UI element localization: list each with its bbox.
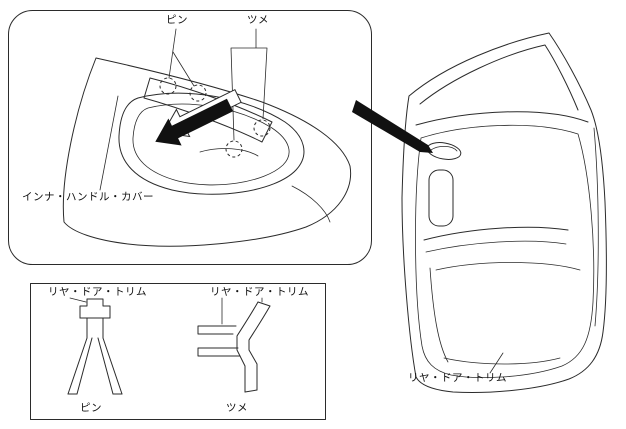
door-label-leader — [489, 352, 504, 374]
detail-inset-border — [30, 283, 326, 420]
inner-handle-cover-drawing — [62, 28, 352, 247]
claw-detail-caption: ツメ — [226, 402, 248, 414]
pin-leader-line — [168, 28, 177, 79]
claw-circle-1 — [253, 119, 271, 137]
claw-leader-lines — [230, 28, 268, 141]
window-switch-panel — [428, 169, 454, 227]
handle-inset-border — [8, 10, 372, 265]
pin-leader-branch — [172, 51, 195, 87]
callout-arrow — [352, 100, 433, 153]
claw-circle-2 — [225, 140, 243, 158]
claw-label: ツメ — [247, 14, 269, 26]
pin-label: ピン — [166, 14, 188, 26]
pin-circle-1 — [159, 77, 177, 95]
inner-handle-cover-label: インナ・ハンドル・カバー — [22, 191, 154, 203]
door-drawing — [401, 32, 607, 393]
pin-detail-drawing — [67, 297, 123, 395]
pin-detail-leader — [69, 297, 87, 303]
claw-detail-title: リヤ・ドア・トリム — [210, 286, 309, 298]
pin-circle-2 — [189, 84, 207, 102]
cover-leader-line — [99, 95, 119, 191]
door-trim-label: リヤ・ドア・トリム — [408, 372, 507, 384]
pin-detail-caption: ピン — [80, 402, 102, 414]
removal-arrow — [155, 89, 242, 146]
pin-detail-title: リヤ・ドア・トリム — [48, 286, 147, 298]
claw-detail-drawing — [197, 297, 271, 393]
claw-detail-leaders — [221, 297, 263, 325]
